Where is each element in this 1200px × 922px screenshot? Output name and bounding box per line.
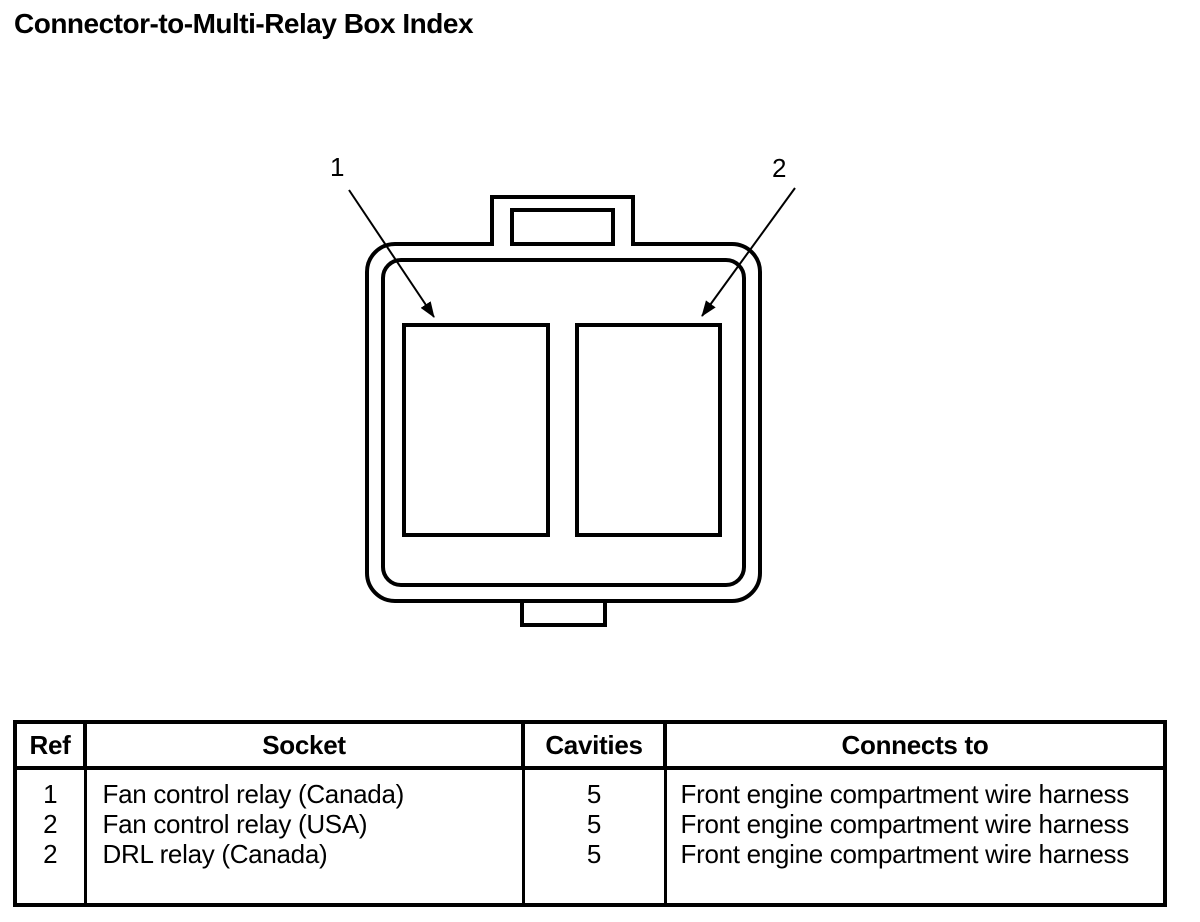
callout-label-2: 2 [772,153,787,183]
cell-ref: 1 [13,768,87,809]
callout-label-1: 1 [330,152,345,182]
cell-ref: 2 [13,839,87,869]
table-spacer-row [13,869,1167,905]
cell-socket: DRL relay (Canada) [83,839,525,869]
cell-ref: 2 [13,809,87,839]
page-title: Connector-to-Multi-Relay Box Index [14,8,474,39]
table-row: 1 Fan control relay (Canada) 5 Front eng… [13,768,1167,809]
cell-cavities: 5 [521,809,667,839]
table-row: 2 Fan control relay (USA) 5 Front engine… [13,809,1167,839]
cell-connects: Front engine compartment wire harness [663,768,1167,809]
col-header-connects: Connects to [663,720,1167,770]
col-header-ref: Ref [13,720,87,770]
socket-2 [575,323,722,537]
table-header-row: Ref Socket Cavities Connects to [13,720,1167,770]
col-header-socket: Socket [83,720,525,770]
relay-box-inner-outline [381,258,746,587]
col-header-cavities: Cavities [521,720,667,770]
cell-cavities: 5 [521,768,667,809]
top-tab-slot [510,208,615,246]
socket-1 [402,323,550,537]
cell-socket: Fan control relay (USA) [83,809,525,839]
cell-connects: Front engine compartment wire harness [663,839,1167,869]
connector-index-table: Ref Socket Cavities Connects to 1 Fan co… [13,720,1167,907]
cell-socket: Fan control relay (Canada) [83,768,525,809]
cell-cavities: 5 [521,839,667,869]
cell-connects: Front engine compartment wire harness [663,809,1167,839]
table-row: 2 DRL relay (Canada) 5 Front engine comp… [13,839,1167,869]
bottom-tab [520,603,607,627]
